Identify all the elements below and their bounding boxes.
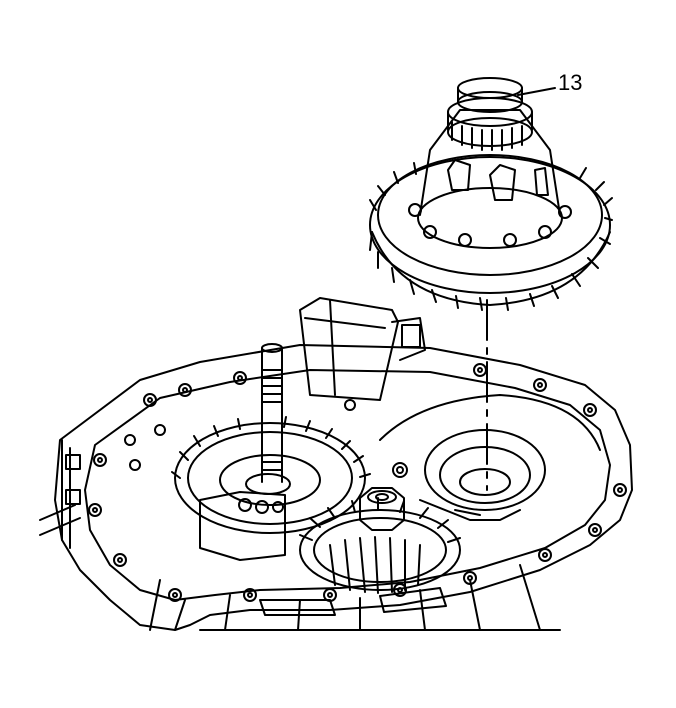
bearing-boss: [200, 492, 285, 560]
callout-leader-13: [518, 88, 555, 95]
input-shaft: [262, 344, 282, 482]
case-bolt-bosses: [89, 364, 626, 601]
differential-assembly: [370, 78, 612, 310]
differential-bore: [380, 395, 600, 520]
oil-baffle: [300, 298, 425, 400]
transaxle-case: [40, 345, 632, 630]
callout-label-13: 13: [558, 70, 583, 95]
output-gear: [300, 488, 460, 593]
